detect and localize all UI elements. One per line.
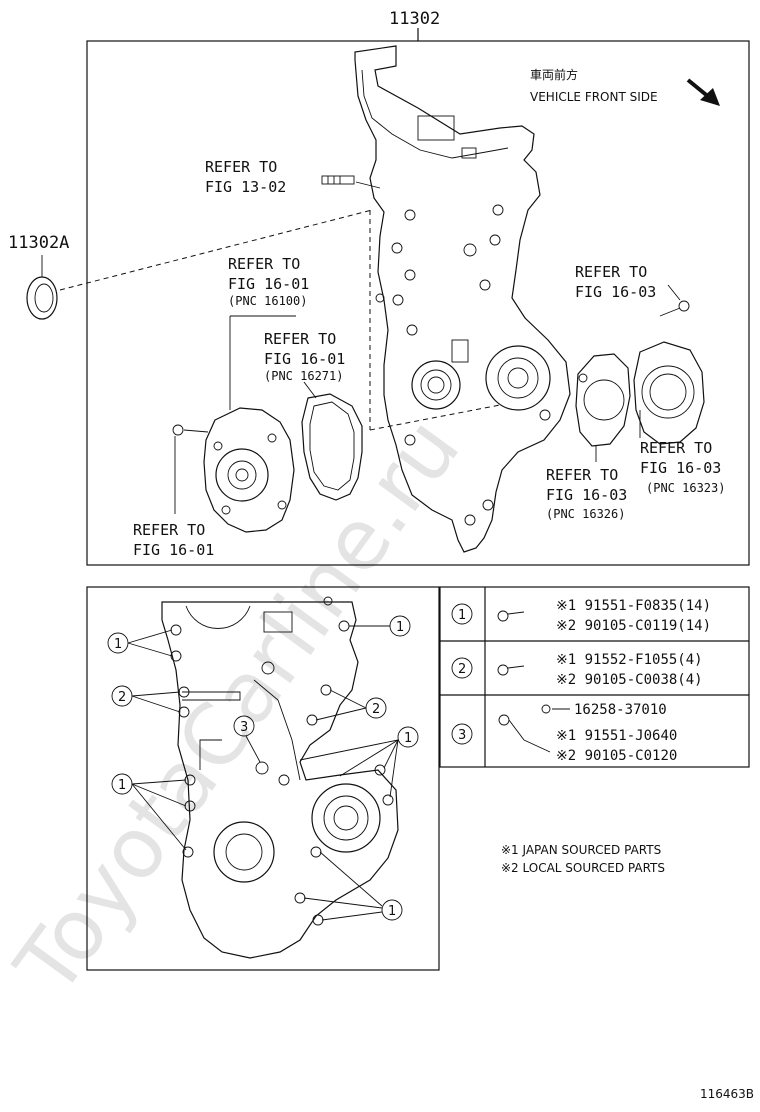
bolt-1-icon: [497, 610, 525, 622]
svg-text:1: 1: [114, 637, 122, 652]
callout-1-right-mid: 1: [299, 726, 419, 798]
svg-text:※1 91551-J0640: ※1 91551-J0640: [556, 728, 677, 744]
svg-text:(PNC 16326): (PNC 16326): [546, 507, 625, 521]
water-pump-bolt-drawing[interactable]: [172, 424, 209, 436]
pump-dashed-leader: [369, 404, 501, 431]
svg-text:FIG 16-01: FIG 16-01: [133, 541, 214, 559]
svg-text:2: 2: [372, 702, 380, 717]
callout-1-top-left: 1: [107, 629, 173, 657]
svg-text:1: 1: [388, 904, 396, 919]
svg-text:REFER TO: REFER TO: [575, 263, 647, 281]
svg-text:FIG 16-03: FIG 16-03: [575, 283, 656, 301]
svg-text:(PNC 16323): (PNC 16323): [646, 481, 725, 495]
svg-text:1: 1: [118, 778, 126, 793]
svg-text:※2 90105-C0038(4): ※2 90105-C0038(4): [556, 672, 703, 688]
svg-text:※1 91551-F0835(14): ※1 91551-F0835(14): [556, 598, 711, 614]
callout-3: 3: [233, 715, 261, 763]
refer-block-fig-13-02[interactable]: REFER TO FIG 13-02: [205, 158, 286, 196]
svg-text:1: 1: [458, 608, 466, 623]
bolt-location-panel-frame: [86, 586, 440, 971]
callout-2-left: 2: [111, 685, 181, 713]
gasket-leader: [303, 381, 317, 399]
svg-text:REFER TO: REFER TO: [640, 439, 712, 457]
svg-text:2: 2: [118, 690, 126, 705]
svg-text:(PNC 16100): (PNC 16100): [228, 294, 307, 308]
stud-leader: [355, 181, 381, 189]
note-local-sourced: ※2 LOCAL SOURCED PARTS: [501, 861, 665, 875]
svg-text:1: 1: [396, 620, 404, 635]
bolt-table-row-1[interactable]: 1 ※1 91551-F0835(14) ※2 90105-C0119(14): [451, 598, 711, 634]
bolt-table-row-2[interactable]: 2 ※1 91552-F1055(4) ※2 90105-C0038(4): [451, 652, 703, 688]
callout-1-bottom-right: 1: [303, 851, 403, 921]
svg-text:3: 3: [458, 728, 466, 743]
callout-1-top-right: 1: [349, 615, 411, 637]
direction-label-en: VEHICLE FRONT SIDE: [530, 90, 658, 104]
svg-text:REFER TO: REFER TO: [205, 158, 277, 176]
callout-2-right: 2: [315, 689, 387, 721]
figure-id: 116463B: [700, 1087, 754, 1101]
svg-text:3: 3: [240, 720, 248, 735]
watermark: ToyotaCarline.ru: [0, 400, 479, 1012]
svg-text:※2 90105-C0119(14): ※2 90105-C0119(14): [556, 618, 711, 634]
refer-block-fig-16-03-bolt[interactable]: REFER TO FIG 16-03: [575, 263, 656, 301]
svg-text:FIG 16-01: FIG 16-01: [264, 350, 345, 368]
front-direction-arrow-icon: [686, 78, 720, 106]
water-pump-gasket-drawing[interactable]: [301, 393, 363, 501]
stud-bolt-drawing[interactable]: [321, 175, 355, 185]
washer-icon: [541, 704, 551, 714]
bolt-2-icon: [497, 664, 525, 676]
bolt-3-icon: [498, 714, 525, 741]
svg-text:※1 91552-F1055(4): ※1 91552-F1055(4): [556, 652, 703, 668]
svg-text:1: 1: [404, 731, 412, 746]
svg-text:FIG 13-02: FIG 13-02: [205, 178, 286, 196]
refer-block-fig-16-01-pnc-16271[interactable]: REFER TO FIG 16-01 (PNC 16271): [264, 330, 345, 383]
svg-text:REFER TO: REFER TO: [264, 330, 336, 348]
seal-part-number[interactable]: 11302A: [8, 233, 69, 253]
bolt-table: [439, 586, 750, 768]
note-japan-sourced: ※1 JAPAN SOURCED PARTS: [501, 843, 661, 857]
refer-block-fig-16-01-pnc-16100[interactable]: REFER TO FIG 16-01 (PNC 16100): [228, 255, 309, 308]
svg-text:FIG 16-03: FIG 16-03: [546, 486, 627, 504]
main-part-number[interactable]: 11302: [389, 9, 440, 29]
water-pump-drawing[interactable]: [203, 407, 295, 533]
refer-block-fig-16-03-pnc-16323[interactable]: REFER TO FIG 16-03 (PNC 16323): [640, 439, 725, 495]
refer-block-fig-16-03-pnc-16326[interactable]: REFER TO FIG 16-03 (PNC 16326): [546, 466, 627, 521]
thermostat-gasket-drawing[interactable]: [575, 353, 631, 447]
svg-text:16258-37010: 16258-37010: [574, 702, 667, 718]
seal-dashed-leader: [59, 209, 373, 291]
svg-text:(PNC 16271): (PNC 16271): [264, 369, 343, 383]
svg-text:FIG 16-03: FIG 16-03: [640, 459, 721, 477]
oil-seal-drawing[interactable]: [26, 276, 58, 320]
svg-text:REFER TO: REFER TO: [133, 521, 205, 539]
refer-block-fig-16-01-bolt[interactable]: REFER TO FIG 16-01: [133, 521, 214, 559]
direction-label-jp: 車両前方: [530, 67, 578, 82]
svg-text:FIG 16-01: FIG 16-01: [228, 275, 309, 293]
housing-bolt-leader: [667, 284, 681, 301]
svg-text:REFER TO: REFER TO: [546, 466, 618, 484]
timing-chain-cover-drawing[interactable]: [354, 45, 571, 553]
svg-text:※2 90105-C0120: ※2 90105-C0120: [556, 748, 677, 764]
svg-text:REFER TO: REFER TO: [228, 255, 300, 273]
water-inlet-housing-drawing[interactable]: [633, 341, 705, 445]
callout-1-left-mid: 1: [111, 773, 187, 851]
housing-bolt-drawing[interactable]: [659, 300, 690, 317]
bolt-table-row-3[interactable]: 3 16258-37010 ※1 91551-J0640 ※2 90105-C0…: [451, 702, 677, 764]
svg-text:2: 2: [458, 662, 466, 677]
